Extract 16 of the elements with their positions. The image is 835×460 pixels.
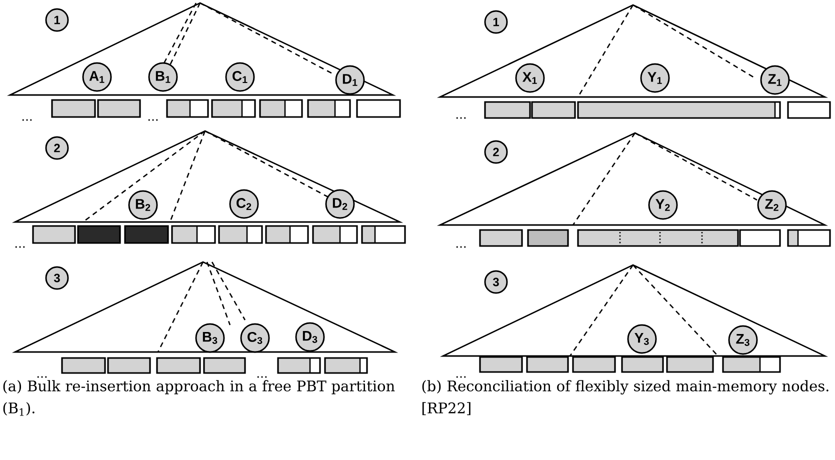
ellipsis: ... bbox=[456, 117, 466, 119]
step-number: 1 bbox=[45, 8, 69, 32]
step-number: 2 bbox=[484, 140, 508, 164]
ellipsis: ... bbox=[257, 376, 267, 378]
ellipsis: ... bbox=[15, 246, 25, 248]
step-number: 1 bbox=[484, 10, 508, 34]
caption: (a) Bulk re-insertion approach in a free PBT partition (B$_{1}$). bbox=[3, 380, 395, 416]
ellipsis: ... bbox=[37, 376, 47, 378]
step-number: 2 bbox=[45, 136, 69, 160]
ellipsis: ... bbox=[22, 119, 32, 121]
caption: (b) Reconciliation of flexibly sized main-memory nodes. [RP22] bbox=[422, 380, 828, 416]
ellipsis: ... bbox=[456, 246, 466, 248]
ellipsis: ... bbox=[148, 119, 158, 121]
step-number: 3 bbox=[45, 266, 69, 290]
step-number: 3 bbox=[484, 270, 508, 294]
ellipsis: ... bbox=[456, 376, 466, 378]
